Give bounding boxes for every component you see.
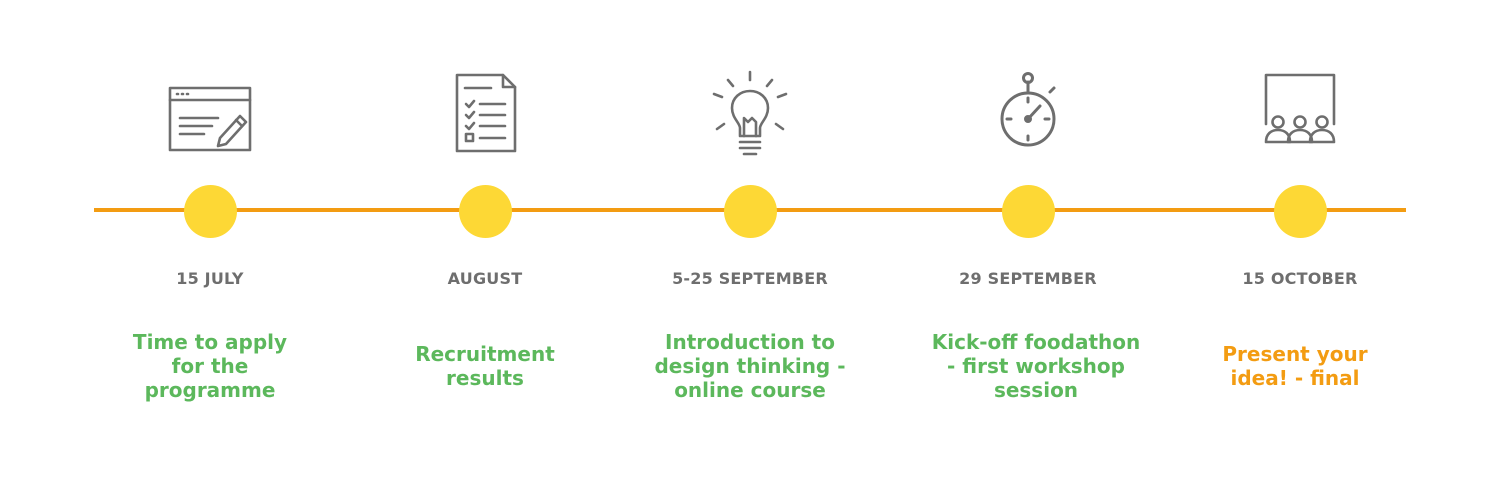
milestone-date: 15 JULY <box>176 269 244 288</box>
stopwatch-icon <box>978 66 1078 158</box>
presentation-audience-icon <box>1250 66 1350 158</box>
milestone-application: 15 JULY Time to apply for the programme <box>90 0 330 500</box>
milestone-recruitment: AUGUST Recruitment results <box>365 0 605 500</box>
milestone-date: 15 OCTOBER <box>1242 269 1358 288</box>
milestone-dot <box>1273 185 1327 238</box>
milestone-description: Introduction to design thinking - online… <box>654 330 846 402</box>
milestone-dot <box>183 185 237 238</box>
milestone-dot <box>723 185 777 238</box>
milestone-dot <box>458 185 512 238</box>
milestone-description: Present your idea! - final <box>1222 342 1368 390</box>
checklist-document-icon <box>435 66 535 158</box>
milestone-kickoff: 29 SEPTEMBER Kick-off foodathon - first … <box>908 0 1148 500</box>
milestone-description: Time to apply for the programme <box>132 330 288 402</box>
milestone-final-presentation: 15 OCTOBER Present your idea! - final <box>1180 0 1420 500</box>
milestone-date: 5-25 SEPTEMBER <box>672 269 828 288</box>
milestone-description: Recruitment results <box>415 342 555 390</box>
milestone-description: Kick-off foodathon - first workshop sess… <box>931 330 1141 402</box>
milestone-date: 29 SEPTEMBER <box>959 269 1097 288</box>
milestone-dot <box>1001 185 1055 238</box>
milestone-date: AUGUST <box>447 269 523 288</box>
browser-edit-icon <box>160 66 260 158</box>
milestone-design-thinking: 5-25 SEPTEMBER Introduction to design th… <box>630 0 870 500</box>
lightbulb-icon <box>700 66 800 158</box>
